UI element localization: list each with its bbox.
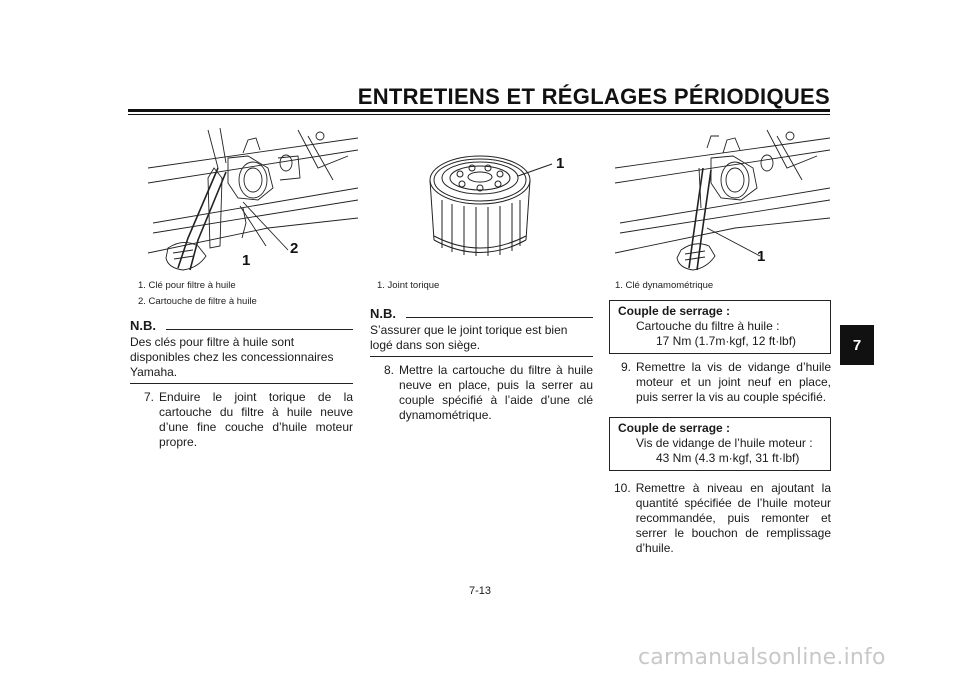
callout-1-left: 1 (242, 252, 251, 269)
caption-left: 1. Clé pour filtre à huile 2. Cartouche … (138, 278, 368, 310)
column-left: N.B. Des clés pour filtre à huile sont d… (130, 318, 353, 450)
torque-label: Couple de serrage : (618, 304, 731, 318)
nb-heading-label: N.B. (370, 306, 396, 321)
caption-right: 1. Clé dynamométrique (615, 278, 845, 294)
caption-item: 1. Clé dynamométrique (615, 280, 714, 291)
figure-oil-filter-wrench (148, 128, 358, 278)
step-text: Remettre la vis de vidange d’huile mo­te… (636, 360, 831, 404)
torque-spec-box-filter: Couple de serrage : Cartouche du filtre … (609, 300, 831, 354)
nb-end-rule (370, 356, 593, 357)
column-middle: N.B. S’assurer que le joint torique est … (370, 306, 593, 423)
watermark: carmanualsonline.info (638, 645, 886, 670)
torque-value: 43 Nm (4.3 m·kgf, 31 ft·lbf) (656, 451, 800, 465)
callout-2-left: 2 (290, 240, 299, 257)
chapter-tab: 7 (840, 325, 874, 365)
caption-item: 1. Clé pour filtre à huile (138, 280, 236, 291)
torque-spec-box-drain-bolt: Couple de serrage : Vis de vidange de l’… (609, 417, 831, 471)
nb-heading: N.B. (370, 306, 593, 321)
step-number: 9. (621, 360, 632, 374)
step-number: 7. (144, 390, 155, 404)
callout-1-middle: 1 (556, 155, 565, 172)
nb-rule (406, 317, 593, 318)
torque-item: Vis de vidange de l’huile moteur : (636, 436, 813, 450)
step-7: 7. Enduire le joint torique de la cartou… (130, 390, 353, 450)
torque-value: 17 Nm (1.7m·kgf, 12 ft·lbf) (656, 334, 797, 348)
header-rule (128, 109, 830, 112)
torque-wrench-illustration (615, 129, 830, 271)
figure-torque-wrench (615, 128, 830, 278)
step-text: Remettre à niveau en ajoutant la quan­ti… (635, 481, 831, 555)
nb-end-rule (130, 383, 353, 384)
nb-text: Des clés pour filtre à huile sont dispon… (130, 335, 334, 379)
column-right: Couple de serrage : Cartouche du filtre … (609, 300, 831, 556)
header-rule-thin (128, 114, 830, 115)
caption-item: 1. Joint torique (377, 280, 440, 291)
step-number: 8. (384, 363, 395, 377)
step-text: Enduire le joint torique de la cartouche… (159, 390, 353, 449)
step-8: 8. Mettre la cartouche du filtre à huile… (370, 363, 593, 423)
oil-filter-illustration (429, 155, 553, 256)
page-number: 7-13 (468, 585, 492, 597)
engine-wrench-illustration (148, 128, 358, 271)
torque-label: Couple de serrage : (618, 421, 731, 435)
callout-1-right: 1 (757, 248, 766, 265)
page-title: ENTRETIENS ET RÉGLAGES PÉRIODIQUES (357, 84, 830, 109)
nb-rule (166, 329, 353, 330)
step-number: 10. (614, 481, 631, 495)
figure-oil-filter-cartridge (420, 140, 570, 270)
step-text: Mettre la cartouche du filtre à huile ne… (399, 363, 593, 422)
torque-item: Cartouche du filtre à huile : (636, 319, 780, 333)
step-10: 10. Remettre à niveau en ajoutant la qua… (609, 481, 831, 556)
nb-heading: N.B. (130, 318, 353, 333)
caption-item: 2. Cartouche de filtre à huile (138, 296, 257, 307)
caption-middle: 1. Joint torique (377, 278, 607, 294)
nb-heading-label: N.B. (130, 318, 156, 333)
nb-text: S’assurer que le joint torique est bien … (370, 323, 568, 352)
step-9: 9. Remettre la vis de vidange d’huile mo… (609, 360, 831, 405)
